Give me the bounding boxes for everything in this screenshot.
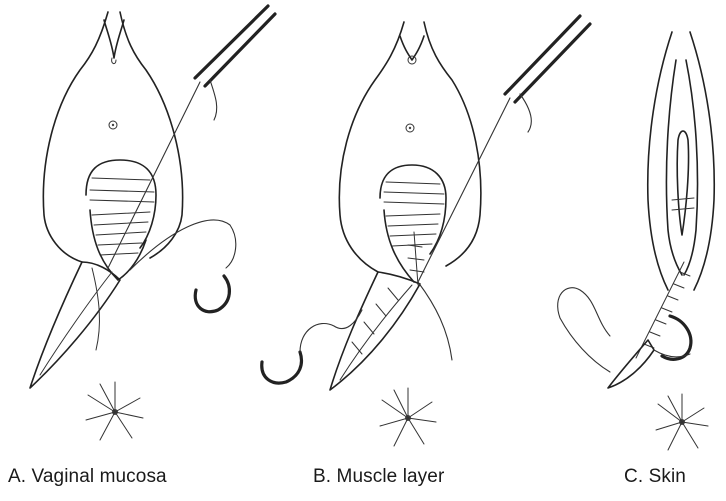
panel-a-clitoral-hood (104, 20, 124, 58)
panel-b-needle-holder (505, 16, 590, 102)
panel-c-introitus (672, 198, 694, 210)
caption-muscle-layer: B. Muscle layer (313, 466, 444, 488)
caption-skin: C. Skin (624, 466, 686, 488)
panel-c-wound (608, 340, 654, 388)
panel-c-labia-outline (648, 32, 715, 290)
panel-b-vulva-outline (339, 22, 481, 272)
panel-b-wound (330, 272, 420, 390)
panel-a-drawing (30, 6, 275, 440)
panel-b-urethra-icon (406, 124, 414, 132)
panel-b-sutures (386, 214, 440, 246)
panel-c-drawing (558, 32, 715, 450)
panel-a-urethra-icon (109, 121, 117, 129)
panel-a-suture-needle (195, 276, 229, 312)
panel-b-suture-needle (262, 352, 302, 383)
panel-a-needle-holder (195, 6, 275, 86)
panel-c-anus-icon (656, 394, 708, 450)
panel-b-drawing (262, 16, 590, 446)
panel-a-anus-icon (86, 382, 143, 440)
panel-a-sutures (92, 212, 150, 255)
panel-b-anus-icon (380, 388, 436, 446)
panel-c-suture-needle (662, 316, 691, 359)
caption-vaginal-mucosa: A. Vaginal mucosa (8, 466, 167, 488)
